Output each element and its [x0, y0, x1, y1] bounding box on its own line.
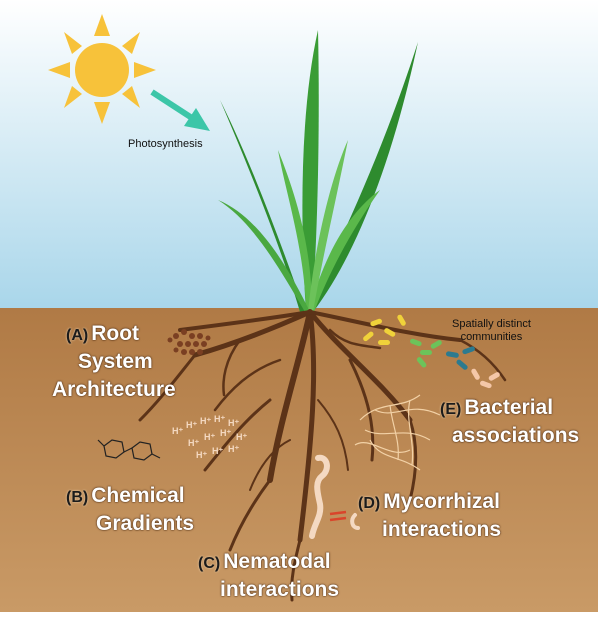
svg-text:H⁺: H⁺: [228, 444, 239, 454]
label-bacterial-associations: (E)Bacterial: [440, 396, 553, 422]
communities-note-line-2: communities: [452, 331, 531, 344]
label-c-line-2-wrap: interactions: [220, 578, 339, 603]
communities-note: Spatially distinct communities: [452, 318, 531, 344]
label-c-line-2: interactions: [220, 578, 339, 601]
label-b-line-1: Chemical: [91, 484, 184, 507]
svg-text:H⁺: H⁺: [188, 438, 199, 448]
label-d-tag: (D): [358, 495, 380, 512]
communities-note-line-1: Spatially distinct: [452, 318, 531, 331]
label-a-line-2: System: [78, 350, 153, 373]
svg-text:H⁺: H⁺: [204, 432, 215, 442]
label-d-line-2-wrap: interactions: [382, 518, 501, 543]
label-e-line-1: Bacterial: [464, 396, 553, 419]
label-e-line-2: associations: [452, 424, 579, 447]
svg-text:H⁺: H⁺: [220, 428, 231, 438]
label-a-line-3-wrap: Architecture: [52, 378, 176, 403]
label-b-line-2: Gradients: [96, 512, 194, 535]
label-root-system-architecture: (A)Root: [66, 322, 139, 348]
label-e-line-2-wrap: associations: [452, 424, 579, 449]
label-e-tag: (E): [440, 401, 461, 418]
svg-text:H⁺: H⁺: [186, 420, 197, 430]
label-mycorrhizal-interactions: (D)Mycorrhizal: [358, 490, 500, 516]
label-nematodal-interactions: (C)Nematodal: [198, 550, 331, 576]
label-a-tag: (A): [66, 327, 88, 344]
label-chemical-gradients: (B)Chemical: [66, 484, 185, 510]
svg-text:H⁺: H⁺: [236, 432, 247, 442]
photosynthesis-label: Photosynthesis: [128, 138, 203, 151]
label-a-line-1: Root: [91, 322, 139, 345]
svg-text:H⁺: H⁺: [172, 426, 183, 436]
label-b-line-2-wrap: Gradients: [96, 512, 194, 537]
label-c-tag: (C): [198, 555, 220, 572]
svg-text:H⁺: H⁺: [214, 414, 225, 424]
svg-text:H⁺: H⁺: [196, 450, 207, 460]
svg-text:H⁺: H⁺: [200, 416, 211, 426]
label-b-tag: (B): [66, 489, 88, 506]
svg-text:H⁺: H⁺: [228, 418, 239, 428]
label-a-line-3: Architecture: [52, 378, 176, 401]
label-c-line-1: Nematodal: [223, 550, 330, 573]
svg-text:H⁺: H⁺: [212, 446, 223, 456]
label-d-line-1: Mycorrhizal: [383, 490, 500, 513]
label-a-line-2-wrap: System: [78, 350, 153, 375]
label-d-line-2: interactions: [382, 518, 501, 541]
